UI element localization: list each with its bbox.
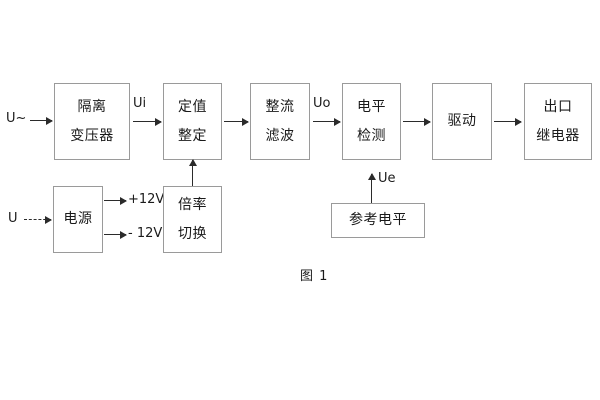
figure-caption: 图 1 — [300, 269, 329, 284]
signal-label-ue: Ue — [378, 171, 396, 186]
arrow-input-to-power-supply — [24, 216, 52, 224]
arrow-rail-positive — [104, 196, 127, 205]
rail-label-positive: +12V — [128, 192, 165, 207]
arrow-input-to-isolation-transformer — [30, 116, 53, 125]
block-setting-adjust-line2: 整定 — [178, 127, 207, 144]
arrow-setting-adjust-to-rectify-filter — [224, 117, 249, 126]
rail-label-negative: - 12V — [128, 226, 163, 241]
block-multiplier-switch-line2: 切换 — [178, 225, 207, 242]
block-isolation-transformer: 隔离 变压器 — [54, 83, 130, 160]
block-output-relay: 出口 继电器 — [524, 83, 592, 160]
block-drive-line1: 驱动 — [447, 113, 477, 130]
block-rectify-filter-line2: 滤波 — [265, 127, 295, 144]
block-isolation-transformer-line1: 隔离 — [77, 98, 107, 115]
ac-input-label: U~ — [6, 111, 27, 126]
arrow-reference-level-to-level-detect — [367, 173, 376, 203]
arrow-multiplier-switch-to-setting-adjust — [188, 159, 197, 186]
block-reference-level-line1: 参考电平 — [349, 212, 407, 229]
signal-label-ui: Ui — [133, 96, 147, 111]
block-level-detect: 电平 检测 — [342, 83, 401, 160]
block-setting-adjust-line1: 定值 — [178, 98, 207, 115]
block-rectify-filter: 整流 滤波 — [250, 83, 310, 160]
block-isolation-transformer-line2: 变压器 — [70, 127, 114, 144]
dc-input-label: U — [8, 211, 18, 226]
block-rectify-filter-line1: 整流 — [265, 98, 295, 115]
arrow-rail-negative — [104, 230, 127, 239]
arrow-level-detect-to-drive — [403, 117, 431, 126]
block-level-detect-line1: 电平 — [357, 98, 386, 115]
block-multiplier-switch: 倍率 切换 — [163, 186, 222, 253]
block-reference-level: 参考电平 — [331, 203, 425, 238]
block-multiplier-switch-line1: 倍率 — [178, 196, 207, 213]
block-output-relay-line1: 出口 — [543, 98, 573, 115]
block-output-relay-line2: 继电器 — [536, 127, 580, 144]
block-setting-adjust: 定值 整定 — [163, 83, 222, 160]
block-power-supply-line1: 电源 — [63, 211, 93, 228]
arrow-drive-to-output-relay — [494, 117, 522, 126]
block-level-detect-line2: 检测 — [357, 127, 386, 144]
block-drive: 驱动 — [432, 83, 492, 160]
arrow-isolation-transformer-to-setting-adjust — [133, 117, 162, 126]
signal-label-uo: Uo — [313, 96, 331, 111]
arrow-rectify-filter-to-level-detect — [313, 117, 341, 126]
block-power-supply: 电源 — [53, 186, 103, 253]
